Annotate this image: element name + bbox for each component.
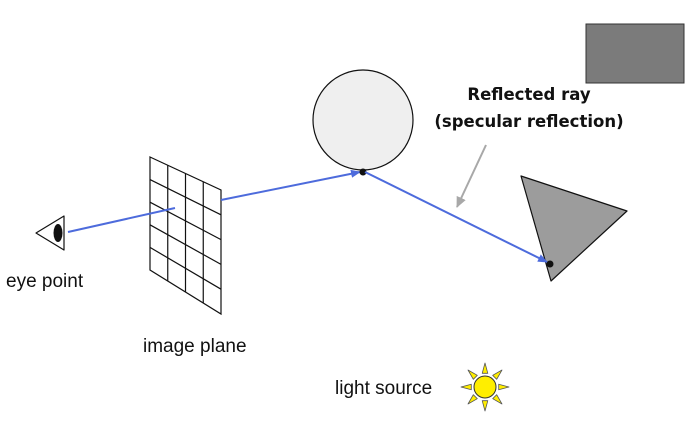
label-pointer-arrow: [456, 144, 487, 208]
sun-ray: [498, 383, 510, 391]
reflected-ray-label-line1: Reflected ray: [467, 85, 590, 104]
rectangle-object: [585, 23, 685, 84]
sun-ray: [481, 400, 489, 412]
reflected-ray: [364, 171, 548, 263]
sun-ray: [467, 394, 478, 405]
eye-point-label: eye point: [6, 271, 84, 292]
reflected-ray-label-line2: (specular reflection): [434, 112, 623, 131]
sun-ray: [467, 369, 478, 380]
sun-icon: [460, 362, 510, 412]
image-plane-label: image plane: [143, 336, 247, 357]
primary-ray-segment-1: [67, 207, 176, 233]
sun-ray: [492, 394, 503, 405]
sun-ray: [481, 362, 489, 374]
triangle-object: [520, 175, 628, 282]
eye-icon: [35, 215, 65, 251]
primary-ray-segment-2: [220, 169, 361, 201]
triangle-hit-point: [546, 260, 554, 268]
sun-ray: [492, 369, 503, 380]
sphere-object: [312, 69, 414, 171]
sphere-hit-point: [359, 168, 367, 176]
image-plane-grid: [149, 156, 222, 316]
sun-ray: [460, 383, 472, 391]
light-source-label: light source: [335, 378, 432, 399]
